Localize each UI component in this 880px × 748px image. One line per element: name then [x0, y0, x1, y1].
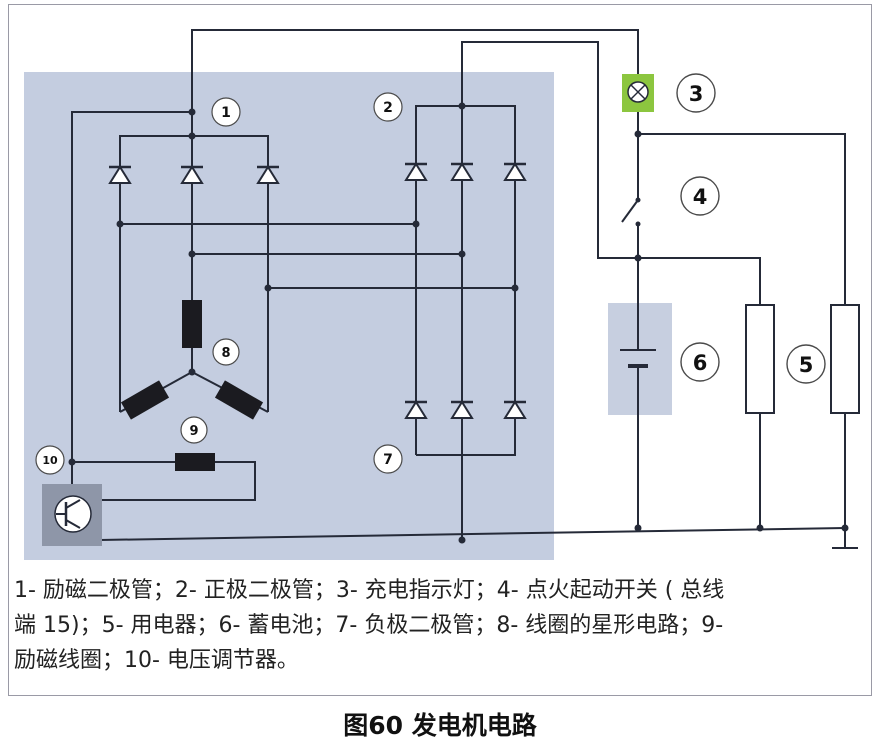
callout-labels: 1 2 3 4 5 6 7 8 9 10	[35, 73, 826, 475]
label-5: 5	[799, 353, 814, 377]
voltage-regulator	[42, 484, 102, 546]
junction-dots	[68, 102, 849, 544]
wiring	[71, 29, 858, 549]
battery	[620, 349, 656, 368]
label-6: 6	[693, 351, 708, 375]
label-3: 3	[689, 82, 704, 106]
alternator-panel	[24, 72, 554, 560]
label-2: 2	[383, 100, 393, 116]
charge-indicator-lamp	[622, 74, 654, 112]
legend-line: 1- 励磁二极管；2- 正极二极管；3- 充电指示灯；4- 点火起动开关 ( 总…	[14, 578, 725, 603]
stator-windings	[120, 300, 264, 420]
label-9: 9	[189, 424, 198, 439]
legend-line: 励磁线圈；10- 电压调节器。	[14, 648, 299, 673]
battery-panel	[608, 303, 672, 415]
figure-caption: 图60 发电机电路	[343, 711, 537, 740]
circuit-diagram: 1 2 3 4 5 6 7 8 9 10	[24, 29, 860, 560]
label-4: 4	[693, 185, 708, 209]
ignition-switch	[621, 197, 641, 227]
label-10: 10	[42, 454, 58, 467]
legend-line: 端 15)；5- 用电器；6- 蓄电池；7- 负极二极管；8- 线圈的星形电路；…	[14, 613, 724, 638]
label-7: 7	[383, 452, 393, 468]
label-1: 1	[221, 105, 231, 121]
label-8: 8	[221, 346, 230, 361]
excitation-coil	[175, 453, 215, 471]
electrical-loads	[745, 304, 860, 414]
legend: 1- 励磁二极管；2- 正极二极管；3- 充电指示灯；4- 点火起动开关 ( 总…	[14, 573, 864, 678]
